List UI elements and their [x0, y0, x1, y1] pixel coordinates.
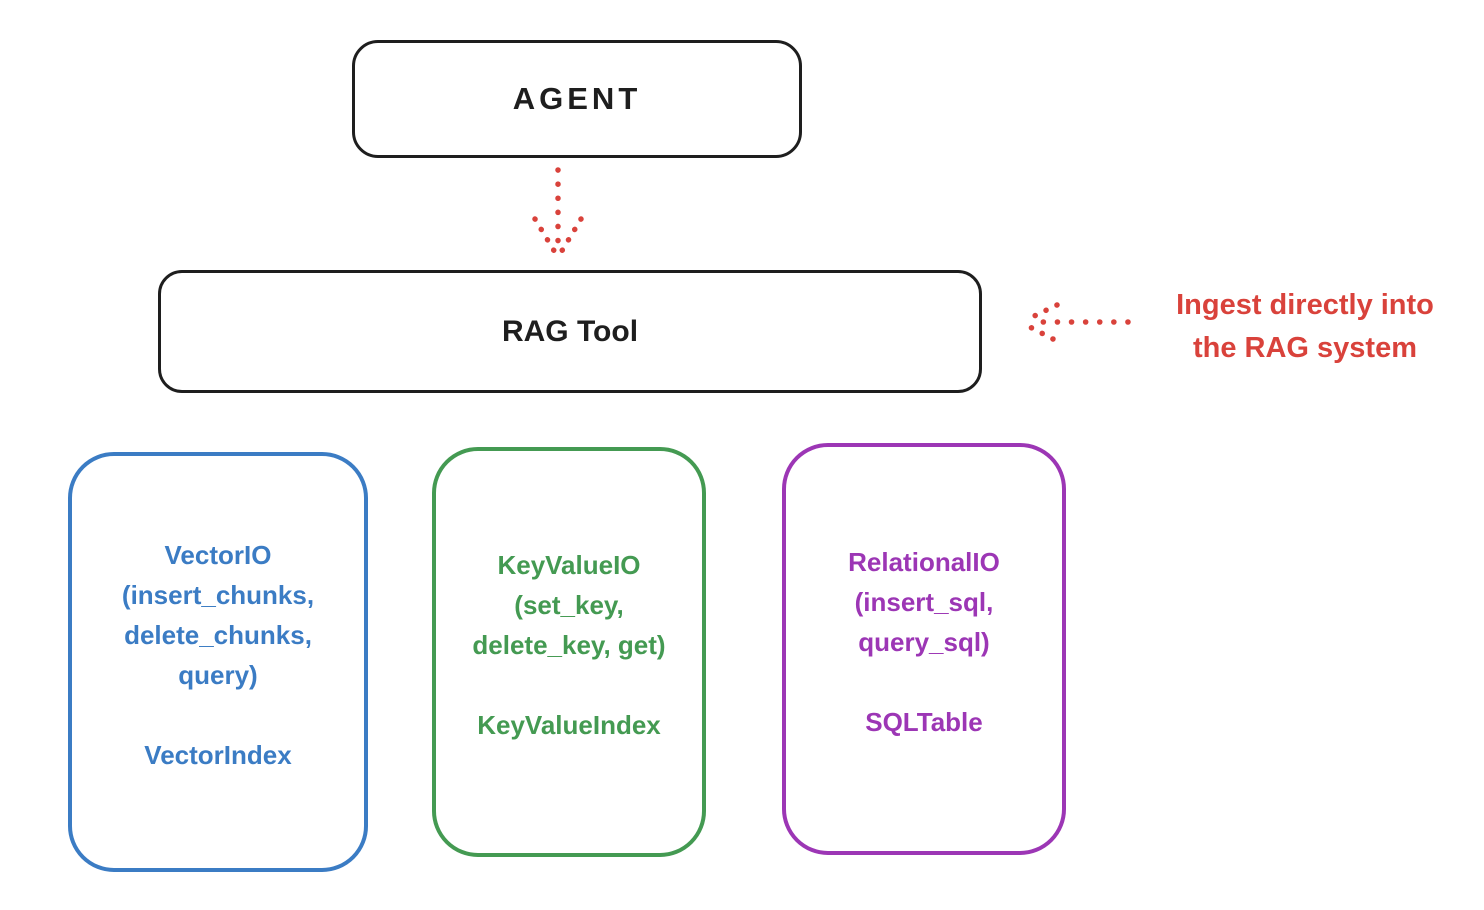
- ingest-annotation-line-2: the RAG system: [1192, 332, 1417, 364]
- vector-io-line: VectorIO: [164, 540, 272, 570]
- relational-io-text: RelationalIO (insert_sql, query_sql) SQL…: [848, 542, 1000, 742]
- agent-label: AGENT: [512, 81, 642, 116]
- vector-io-line: delete_chunks,: [124, 620, 312, 650]
- key-value-io-card: KeyValueIO (set_key, delete_key, get) Ke…: [432, 447, 706, 857]
- ingest-annotation: Ingest directly into the RAG system: [1135, 284, 1475, 370]
- agent-node: AGENT: [352, 40, 802, 158]
- vector-io-line: query): [178, 660, 258, 690]
- relational-io-line: RelationalIO: [848, 547, 1000, 577]
- vector-io-footer: VectorIndex: [144, 740, 292, 770]
- key-value-io-line: (set_key,: [514, 590, 624, 620]
- vector-io-line: (insert_chunks,: [121, 580, 315, 610]
- key-value-io-line: delete_key, get): [472, 630, 666, 660]
- rag-tool-label: RAG Tool: [501, 314, 639, 348]
- key-value-io-text: KeyValueIO (set_key, delete_key, get) Ke…: [472, 545, 665, 745]
- relational-io-footer: SQLTable: [865, 707, 983, 737]
- ingest-annotation-line-1: Ingest directly into: [1176, 289, 1434, 321]
- relational-io-line: (insert_sql,: [854, 587, 994, 617]
- vector-io-text: VectorIO (insert_chunks, delete_chunks, …: [122, 535, 314, 775]
- relational-io-line: query_sql): [858, 627, 990, 657]
- key-value-io-line: KeyValueIO: [497, 550, 641, 580]
- arrow-ingest-to-rag-tool-icon: [1023, 302, 1131, 342]
- arrow-agent-to-rag-tool-icon: [532, 167, 584, 257]
- vector-io-card: VectorIO (insert_chunks, delete_chunks, …: [68, 452, 368, 872]
- rag-tool-node: RAG Tool: [158, 270, 982, 393]
- relational-io-card: RelationalIO (insert_sql, query_sql) SQL…: [782, 443, 1066, 855]
- key-value-io-footer: KeyValueIndex: [477, 710, 661, 740]
